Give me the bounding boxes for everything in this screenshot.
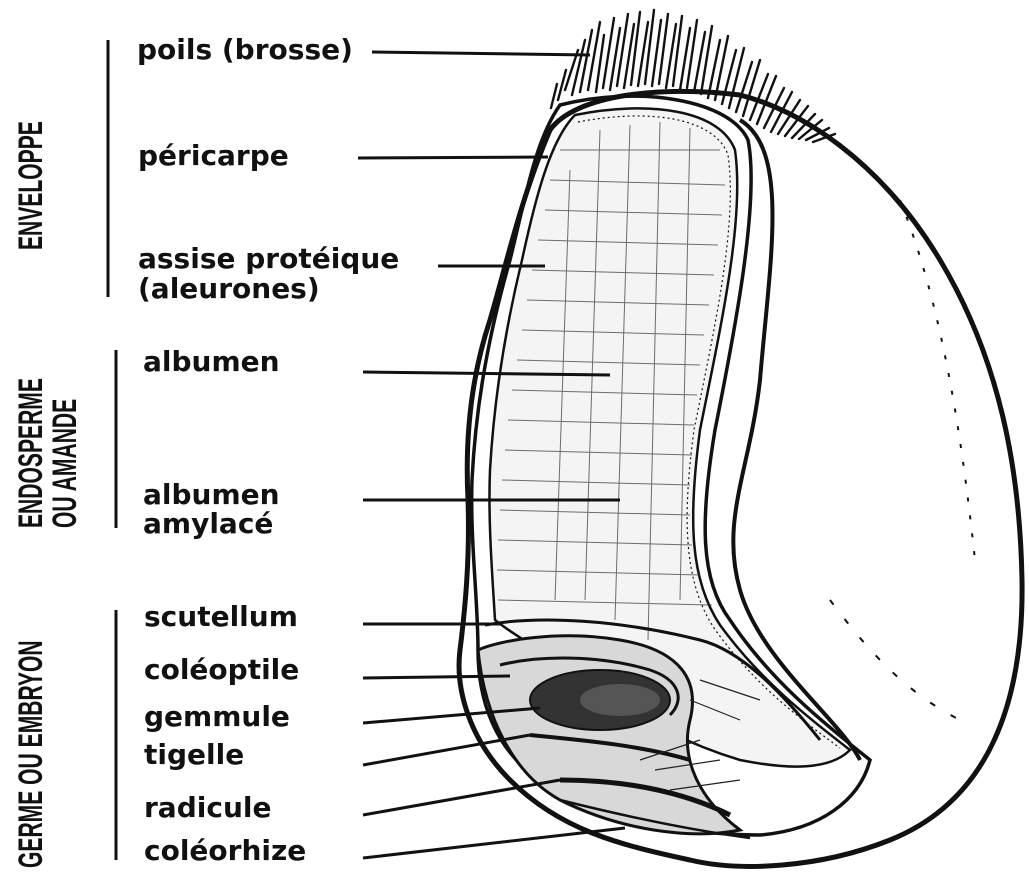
leader-pericarpe — [358, 157, 548, 158]
enveloppe-title: ENVELOPPE — [14, 121, 48, 250]
label-coleoptile: coléoptile — [144, 656, 299, 684]
label-albumen-amylace-line1: albumen — [143, 481, 280, 509]
label-scutellum: scutellum — [144, 603, 298, 631]
leader-tigelle — [363, 735, 530, 765]
label-poils: poils (brosse) — [137, 36, 353, 64]
label-pericarpe: péricarpe — [138, 142, 289, 170]
leader-coleoptile — [363, 676, 510, 678]
germe-title: GERME OU EMBRYON — [14, 640, 48, 868]
leader-poils — [372, 52, 590, 55]
label-assise-line1: assise protéique — [138, 245, 399, 273]
label-albumen-amylace-line2: amylacé — [143, 510, 273, 538]
label-gemmule: gemmule — [144, 703, 290, 731]
label-coleorhize: coléorhize — [144, 837, 306, 865]
label-tigelle: tigelle — [144, 741, 244, 769]
label-assise-line2: (aleurones) — [138, 275, 320, 303]
endosperme-title: ENDOSPERME OU AMANDE — [14, 378, 82, 528]
leader-coleorhize — [363, 828, 625, 858]
label-albumen: albumen — [143, 348, 280, 376]
label-radicule: radicule — [144, 794, 271, 822]
